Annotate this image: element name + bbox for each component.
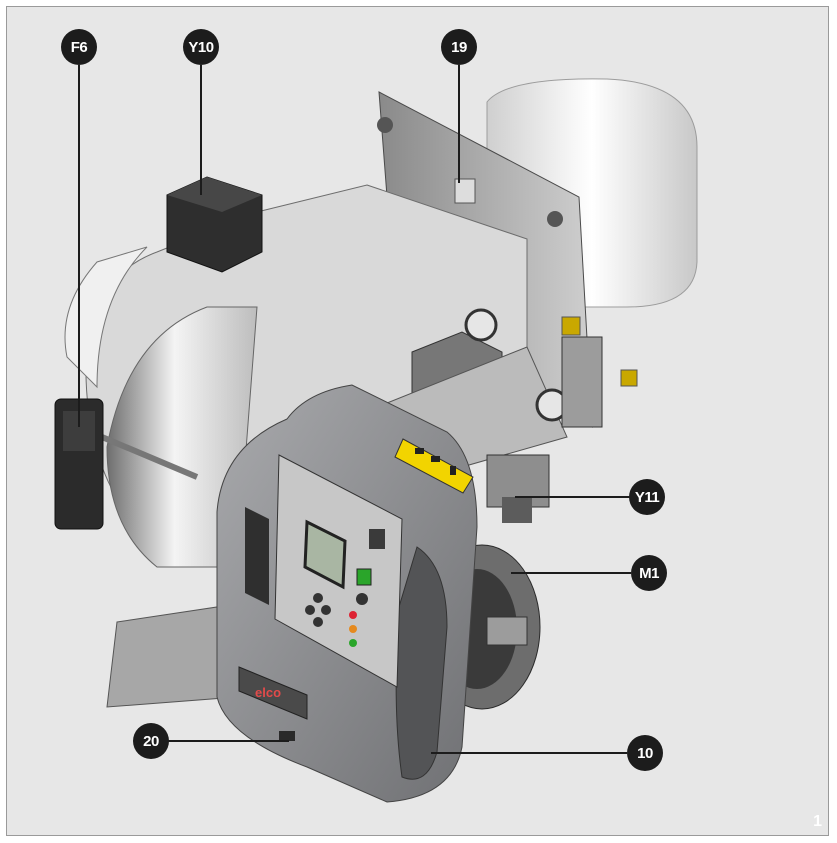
leader-lines xyxy=(78,65,647,754)
callout-y11: Y11 xyxy=(629,479,665,515)
control-housing: elco xyxy=(216,384,478,803)
burner-illustration: elco xyxy=(54,65,698,803)
callout-m1: M1 xyxy=(631,555,667,591)
actuator-y10 xyxy=(166,176,263,273)
callout-19: 19 xyxy=(441,29,477,65)
callout-y10: Y10 xyxy=(183,29,219,65)
callout-f6: F6 xyxy=(61,29,97,65)
figure-number: 1 xyxy=(813,813,822,830)
callout-10: 10 xyxy=(627,735,663,771)
valve-y11 xyxy=(486,454,550,523)
elco-logo: elco xyxy=(255,685,281,700)
callout-20: 20 xyxy=(133,723,169,759)
figure-frame: elco F6 Y10 19 Y11 M1 20 10 1 xyxy=(6,6,829,836)
